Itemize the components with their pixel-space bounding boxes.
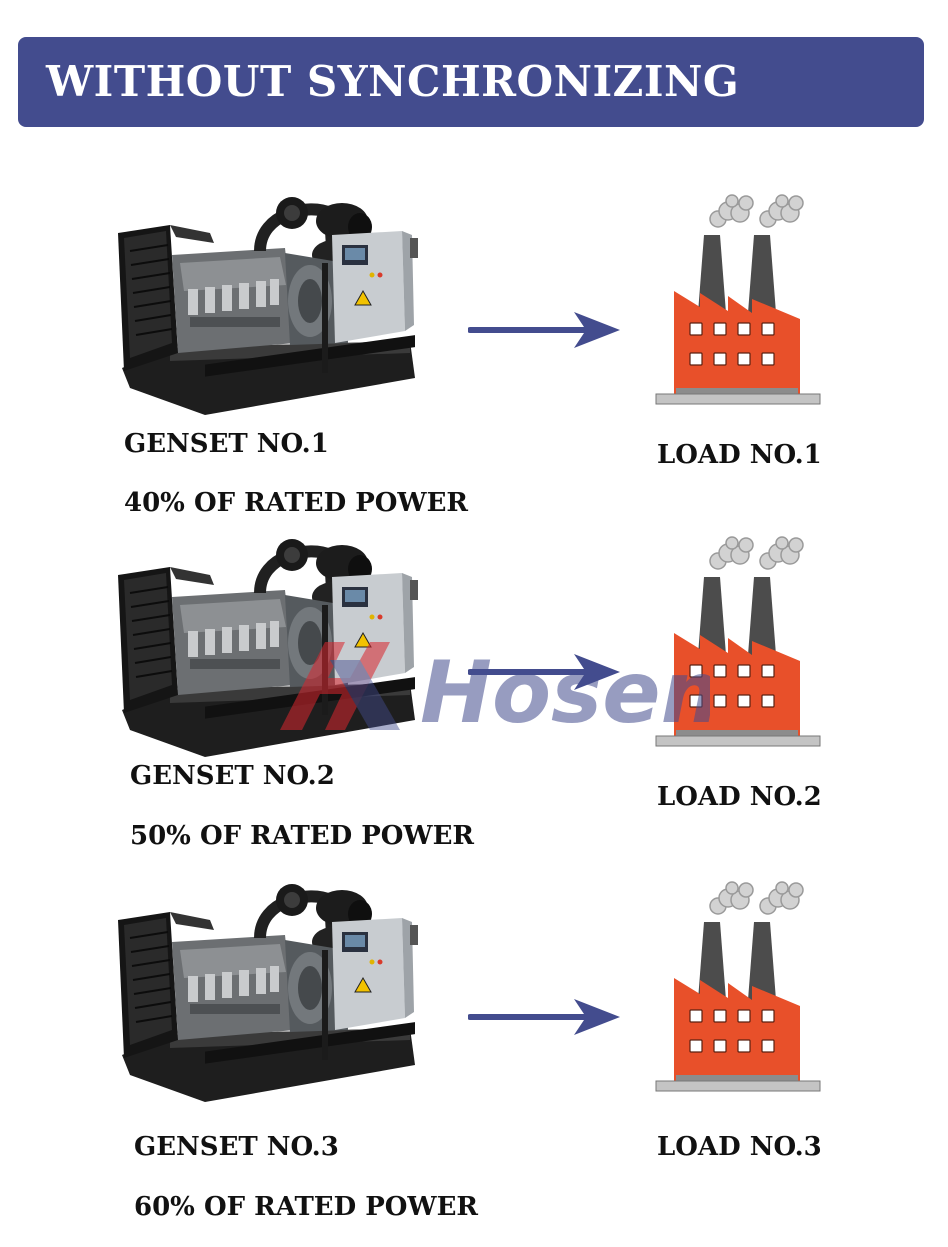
diesel-generator-icon <box>110 535 420 760</box>
genset-label: GENSET NO.3 <box>134 1132 339 1162</box>
power-label: 40% OF RATED POWER <box>124 488 469 518</box>
genset-label: GENSET NO.2 <box>130 761 335 791</box>
diesel-generator-icon <box>110 880 420 1105</box>
factory-icon <box>655 881 821 1092</box>
load-label: LOAD NO.1 <box>657 440 822 470</box>
power-label: 60% OF RATED POWER <box>134 1192 479 1222</box>
load-label: LOAD NO.3 <box>657 1132 822 1162</box>
arrow-right-icon <box>468 997 628 1037</box>
title-banner: WITHOUT SYNCHRONIZING <box>18 37 924 127</box>
load-label: LOAD NO.2 <box>657 782 822 812</box>
diesel-generator-icon <box>110 193 420 418</box>
genset-row-3: GENSET NO.3 60% OF RATED POWER LOAD NO.3 <box>0 880 948 1220</box>
arrow-right-icon <box>468 652 628 692</box>
page-title: WITHOUT SYNCHRONIZING <box>46 57 740 106</box>
arrow-right-icon <box>468 310 628 350</box>
genset-row-2: GENSET NO.2 50% OF RATED POWER LOAD NO.2 <box>0 535 948 875</box>
genset-row-1: GENSET NO.1 40% OF RATED POWER LOAD NO.1 <box>0 193 948 533</box>
factory-icon <box>655 194 821 405</box>
factory-icon <box>655 536 821 747</box>
genset-label: GENSET NO.1 <box>124 429 329 459</box>
power-label: 50% OF RATED POWER <box>130 821 475 851</box>
